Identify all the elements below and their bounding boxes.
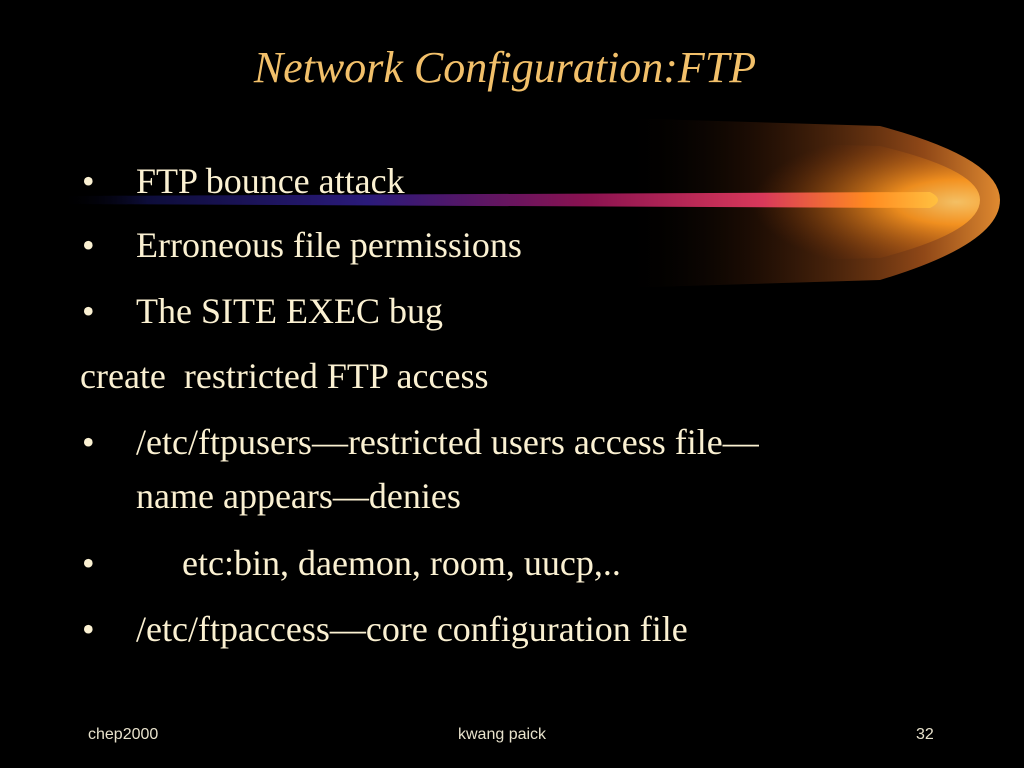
slide-title: Network Configuration:FTP [253, 43, 757, 92]
footer-page-number: 32 [916, 726, 934, 743]
bullet-marker: • [82, 422, 95, 462]
bullet-item-ftpaccess: /etc/ftpaccess—core configuration file [136, 609, 688, 649]
bullet-item-ftpusers-line2: name appears—denies [136, 476, 461, 516]
bullet-marker: • [82, 161, 95, 201]
bullet-marker: • [82, 609, 95, 649]
bullet-marker: • [82, 225, 95, 265]
comet-tail [60, 192, 938, 208]
bullet-marker: • [82, 291, 95, 331]
footer-left: chep2000 [88, 726, 159, 743]
bullet-item-site-exec: The SITE EXEC bug [136, 291, 443, 331]
bullet-item-denied-users: etc:bin, daemon, room, uucp,.. [182, 543, 621, 583]
bullet-item-ftp-bounce: FTP bounce attack [136, 161, 405, 201]
footer-center: kwang paick [458, 726, 547, 743]
bullet-marker: • [82, 543, 95, 583]
slide-body: • FTP bounce attack • Erroneous file per… [80, 161, 759, 649]
bullet-item-file-permissions: Erroneous file permissions [136, 225, 522, 265]
section-heading-restricted-access: create restricted FTP access [80, 356, 489, 396]
bullet-item-ftpusers-line1: /etc/ftpusers—restricted users access fi… [136, 422, 759, 462]
comet-decoration [60, 118, 1000, 288]
